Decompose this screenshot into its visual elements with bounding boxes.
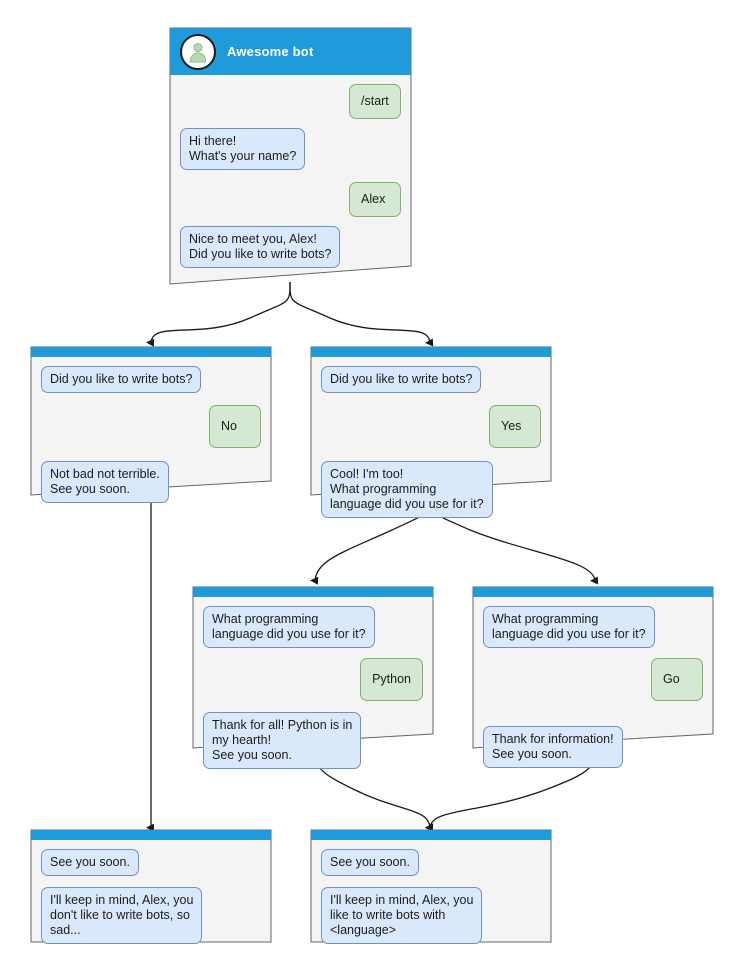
node-no-chat: Did you like to write bots? No Not bad n… — [31, 357, 271, 512]
message-row: Cool! I'm too! What programming language… — [321, 461, 541, 518]
bot-message-bubble[interactable]: What programming language did you use fo… — [203, 606, 375, 648]
bot-message-bubble[interactable]: Hi there! What's your name? — [180, 128, 306, 170]
message-row: Not bad not terrible. See you soon. — [41, 461, 261, 503]
message-row: Nice to meet you, Alex! Did you like to … — [180, 226, 401, 268]
message-row: /start — [180, 84, 401, 119]
user-avatar-icon — [180, 33, 216, 70]
chat-node-end-no[interactable]: See you soon. I'll keep in mind, Alex, y… — [30, 829, 272, 944]
bot-message-bubble[interactable]: Thank for information! See you soon. — [483, 726, 623, 768]
node-end-no-header — [31, 830, 271, 840]
message-row: What programming language did you use fo… — [483, 606, 703, 648]
message-row: Did you like to write bots? — [41, 366, 261, 393]
node-end-yes-header — [311, 830, 551, 840]
chat-node-root[interactable]: Awesome bot /start Hi there! What's your… — [169, 27, 412, 285]
bot-message-bubble[interactable]: Did you like to write bots? — [41, 366, 202, 393]
bot-message-bubble[interactable]: Not bad not terrible. See you soon. — [41, 461, 169, 503]
node-root-title: Awesome bot — [227, 44, 314, 59]
node-root-header: Awesome bot — [170, 28, 411, 75]
node-end-yes-chat: See you soon. I'll keep in mind, Alex, y… — [311, 840, 551, 953]
chat-node-yes-branch[interactable]: Did you like to write bots? Yes Cool! I'… — [310, 346, 552, 518]
chat-node-end-yes[interactable]: See you soon. I'll keep in mind, Alex, y… — [310, 829, 552, 944]
message-row: Thank for information! See you soon. — [483, 726, 703, 768]
bot-message-bubble[interactable]: Cool! I'm too! What programming language… — [321, 461, 493, 518]
node-python-header — [193, 587, 433, 597]
bot-message-bubble[interactable]: I'll keep in mind, Alex, you don't like … — [41, 887, 203, 944]
message-row: Did you like to write bots? — [321, 366, 541, 393]
user-message-bubble[interactable]: Alex — [349, 182, 401, 217]
node-root-chat: /start Hi there! What's your name? Alex … — [170, 75, 411, 277]
message-row: I'll keep in mind, Alex, you don't like … — [41, 887, 261, 944]
user-message-bubble[interactable]: /start — [349, 84, 401, 119]
bot-message-bubble[interactable]: See you soon. — [321, 849, 419, 876]
bot-message-bubble[interactable]: I'll keep in mind, Alex, you like to wri… — [321, 887, 483, 944]
node-yes-chat: Did you like to write bots? Yes Cool! I'… — [311, 357, 551, 527]
edge-root-to-yes — [289, 281, 434, 347]
bot-message-bubble[interactable]: See you soon. — [41, 849, 139, 876]
user-message-bubble[interactable]: No — [209, 405, 261, 448]
message-row: I'll keep in mind, Alex, you like to wri… — [321, 887, 541, 944]
node-python-chat: What programming language did you use fo… — [193, 597, 433, 778]
node-end-no-chat: See you soon. I'll keep in mind, Alex, y… — [31, 840, 271, 953]
message-row: See you soon. — [321, 849, 541, 876]
message-row: Yes — [321, 405, 541, 448]
user-message-bubble[interactable]: Python — [360, 658, 423, 701]
chat-node-go-branch[interactable]: What programming language did you use fo… — [472, 586, 714, 768]
bot-message-bubble[interactable]: Nice to meet you, Alex! Did you like to … — [180, 226, 341, 268]
message-row: Alex — [180, 182, 401, 217]
chat-node-no-branch[interactable]: Did you like to write bots? No Not bad n… — [30, 346, 272, 503]
node-no-header — [31, 347, 271, 357]
message-row: See you soon. — [41, 849, 261, 876]
edge-root-to-no — [146, 281, 291, 347]
message-row: Hi there! What's your name? — [180, 128, 401, 170]
node-go-header — [473, 587, 713, 597]
chat-node-python-branch[interactable]: What programming language did you use fo… — [192, 586, 434, 769]
bot-message-bubble[interactable]: What programming language did you use fo… — [483, 606, 655, 648]
bot-message-bubble[interactable]: Did you like to write bots? — [321, 366, 482, 393]
message-row: No — [41, 405, 261, 448]
user-message-bubble[interactable]: Go — [651, 658, 703, 701]
message-row: Go — [483, 658, 703, 701]
message-row: What programming language did you use fo… — [203, 606, 423, 648]
message-row: Python — [203, 658, 423, 701]
user-message-bubble[interactable]: Yes — [489, 405, 541, 448]
message-row: Thank for all! Python is in my hearth! S… — [203, 712, 423, 769]
node-yes-header — [311, 347, 551, 357]
node-go-chat: What programming language did you use fo… — [473, 597, 713, 777]
bot-message-bubble[interactable]: Thank for all! Python is in my hearth! S… — [203, 712, 362, 769]
